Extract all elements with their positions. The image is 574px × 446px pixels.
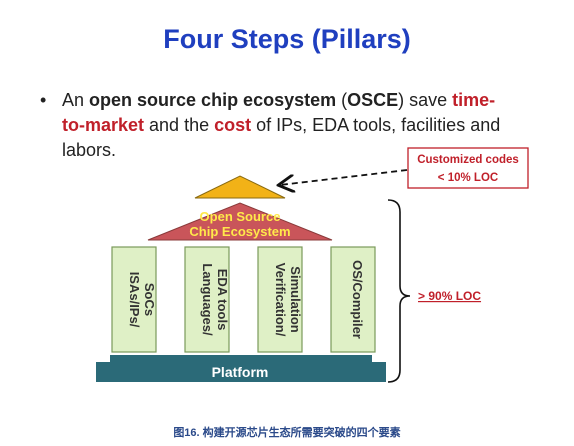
pillar-label-line1: Languages/ bbox=[200, 263, 215, 336]
bullet-text-osce-long: open source chip ecosystem bbox=[89, 90, 337, 110]
right-brace bbox=[387, 199, 411, 383]
callout-line2: < 10% LOC bbox=[438, 172, 498, 184]
pillar-languages-eda-tools: Languages/ EDA tools bbox=[184, 246, 230, 353]
roof-label-line2: Chip Ecosystem bbox=[189, 224, 290, 239]
pillar-os-compiler: OS/Compiler bbox=[330, 246, 376, 353]
pillar-isas-ips-socs: ISAs/IPs/ SoCs bbox=[111, 246, 157, 353]
bullet-text-paren-open: ( bbox=[336, 90, 348, 110]
roof-label-line1: Open Source bbox=[200, 209, 281, 224]
pillar-box bbox=[330, 246, 376, 353]
pillar-label-line2: Simulation bbox=[288, 266, 303, 333]
slide-title: Four Steps (Pillars) bbox=[163, 24, 411, 54]
pillar-label-line2: SoCs bbox=[142, 283, 157, 316]
brace-label: > 90% LOC bbox=[418, 289, 481, 303]
pillar-box bbox=[257, 246, 303, 353]
platform bbox=[96, 362, 386, 382]
platform-label: Platform bbox=[212, 364, 269, 380]
pillar-label-line2: EDA tools bbox=[215, 269, 230, 331]
figure-caption: 图16. 构建开源芯片生态所需要突破的四个要素 bbox=[173, 427, 401, 439]
pillars: ISAs/IPs/ SoCs Languages/ EDA tools Veri… bbox=[111, 246, 376, 353]
bullet-text-time-to-market: time-to-market bbox=[62, 90, 496, 135]
pillar-verification-simulation: Verification/ Simulation bbox=[257, 246, 303, 353]
bullet-text-post: of IPs, EDA tools, facilities and labors… bbox=[62, 115, 501, 160]
bullet-text-mid: and the bbox=[144, 115, 215, 135]
roof bbox=[147, 202, 333, 241]
pillar-box bbox=[111, 246, 157, 353]
callout-line1: Customized codes bbox=[417, 154, 519, 166]
bullet-text-pre: An bbox=[62, 90, 90, 110]
platform-top bbox=[110, 355, 372, 362]
bullet-text-cost: cost bbox=[214, 115, 252, 135]
roof-peak bbox=[194, 175, 286, 199]
bullet-text: An open source chip ecosystem (OSCE) sav… bbox=[62, 88, 512, 163]
pillar-label-line1: Verification/ bbox=[273, 263, 288, 337]
pillar-box bbox=[184, 246, 230, 353]
callout-box bbox=[407, 147, 529, 189]
pillar-label-line1: OS/Compiler bbox=[350, 260, 365, 339]
bullet-text-paren-close: ) save bbox=[398, 90, 453, 110]
bullet-text-osce-short: OSCE bbox=[347, 90, 399, 110]
bullet-dot: • bbox=[40, 90, 47, 110]
callout-arrow bbox=[280, 169, 408, 185]
pillar-label-line1: ISAs/IPs/ bbox=[127, 272, 142, 328]
